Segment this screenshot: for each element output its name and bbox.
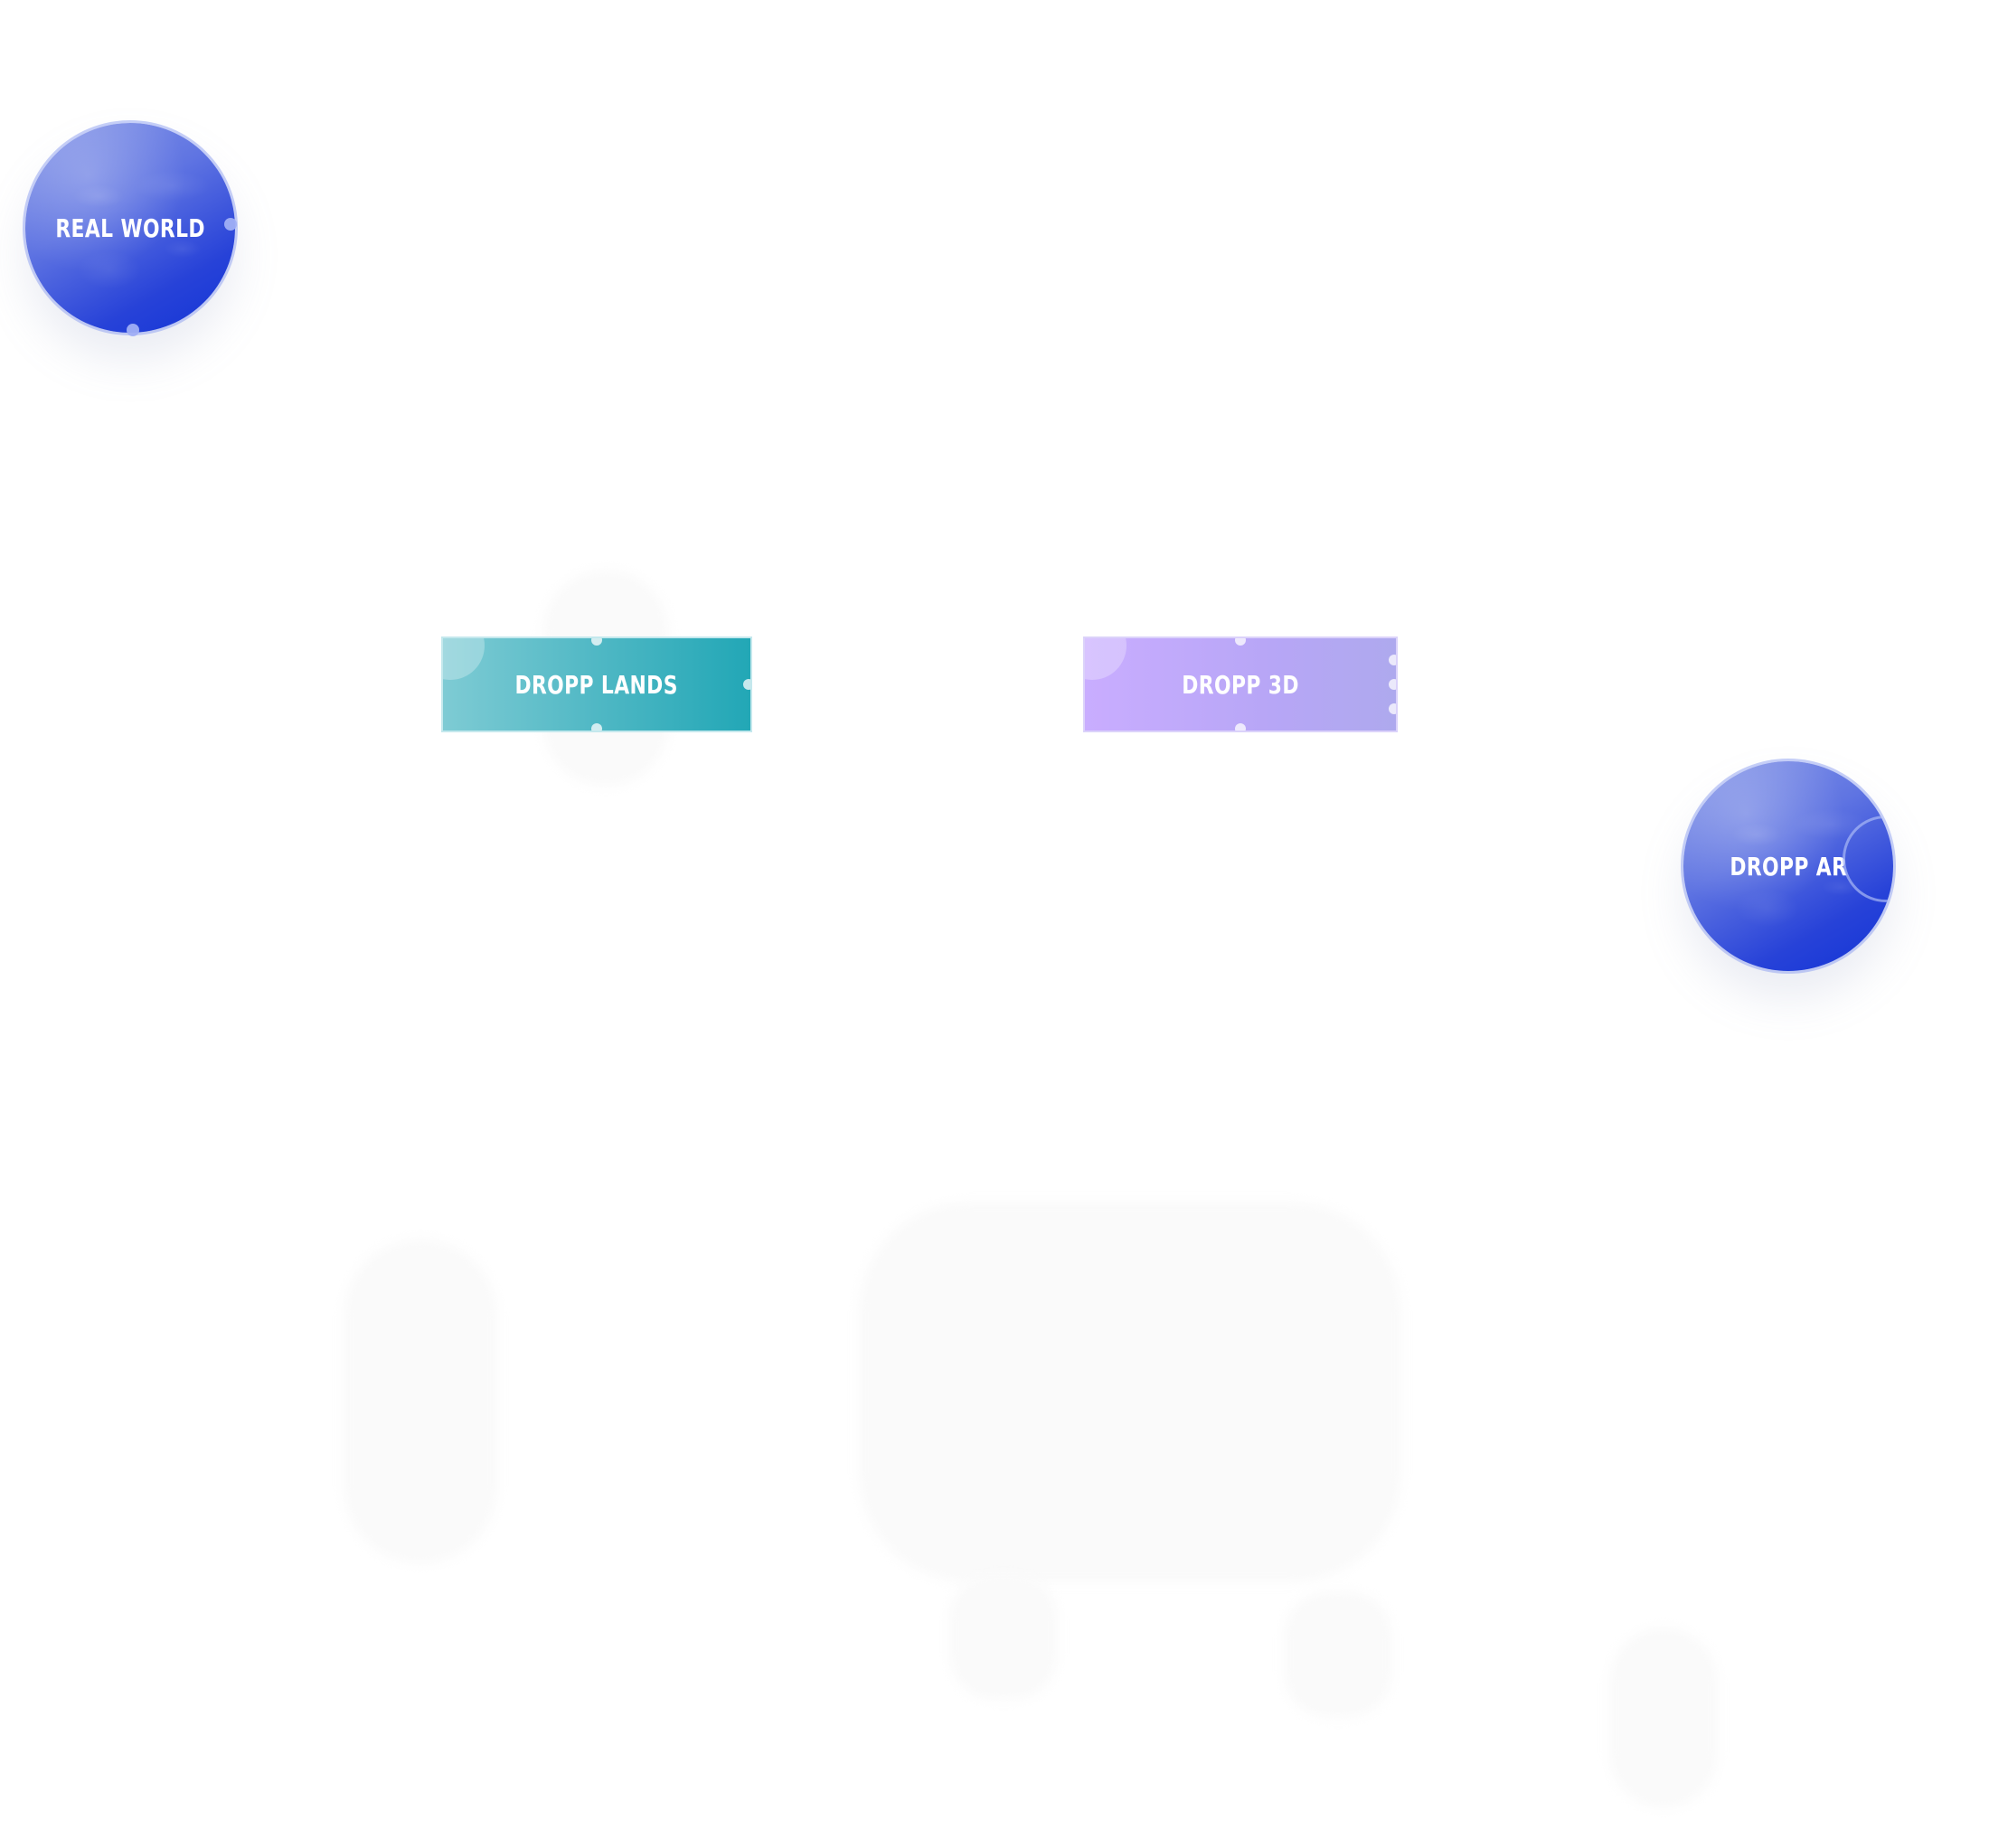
connector-dot xyxy=(1235,723,1246,731)
background-shape xyxy=(1609,1627,1718,1808)
connector-dot xyxy=(591,638,602,646)
real-world-label: REAL WORLD xyxy=(55,212,205,243)
dropp-ar-node[interactable]: DROPP AR xyxy=(1683,761,1893,971)
dropp-ar-label: DROPP AR xyxy=(1730,851,1847,882)
real-world-node[interactable]: REAL WORLD xyxy=(25,123,235,333)
connector-dot xyxy=(1389,703,1396,714)
background-shape xyxy=(949,1573,1058,1700)
background-shape xyxy=(859,1202,1401,1582)
connector-dot xyxy=(1235,638,1246,646)
dropp-lands-label: DROPP LANDS xyxy=(514,669,679,700)
connector-dot xyxy=(591,723,602,731)
dropp-3d-node[interactable]: DROPP 3D xyxy=(1085,638,1396,731)
connector-dot xyxy=(224,218,237,231)
connector-dot xyxy=(1389,679,1396,690)
connector-dot xyxy=(743,679,750,690)
connector-ring xyxy=(1843,816,1893,902)
background-shape xyxy=(1284,1591,1392,1718)
connector-dot xyxy=(1389,655,1396,665)
dropp-lands-node[interactable]: DROPP LANDS xyxy=(443,638,750,731)
background-shape xyxy=(344,1239,497,1564)
dropp-3d-label: DROPP 3D xyxy=(1182,669,1299,700)
connector-dot xyxy=(127,324,139,336)
